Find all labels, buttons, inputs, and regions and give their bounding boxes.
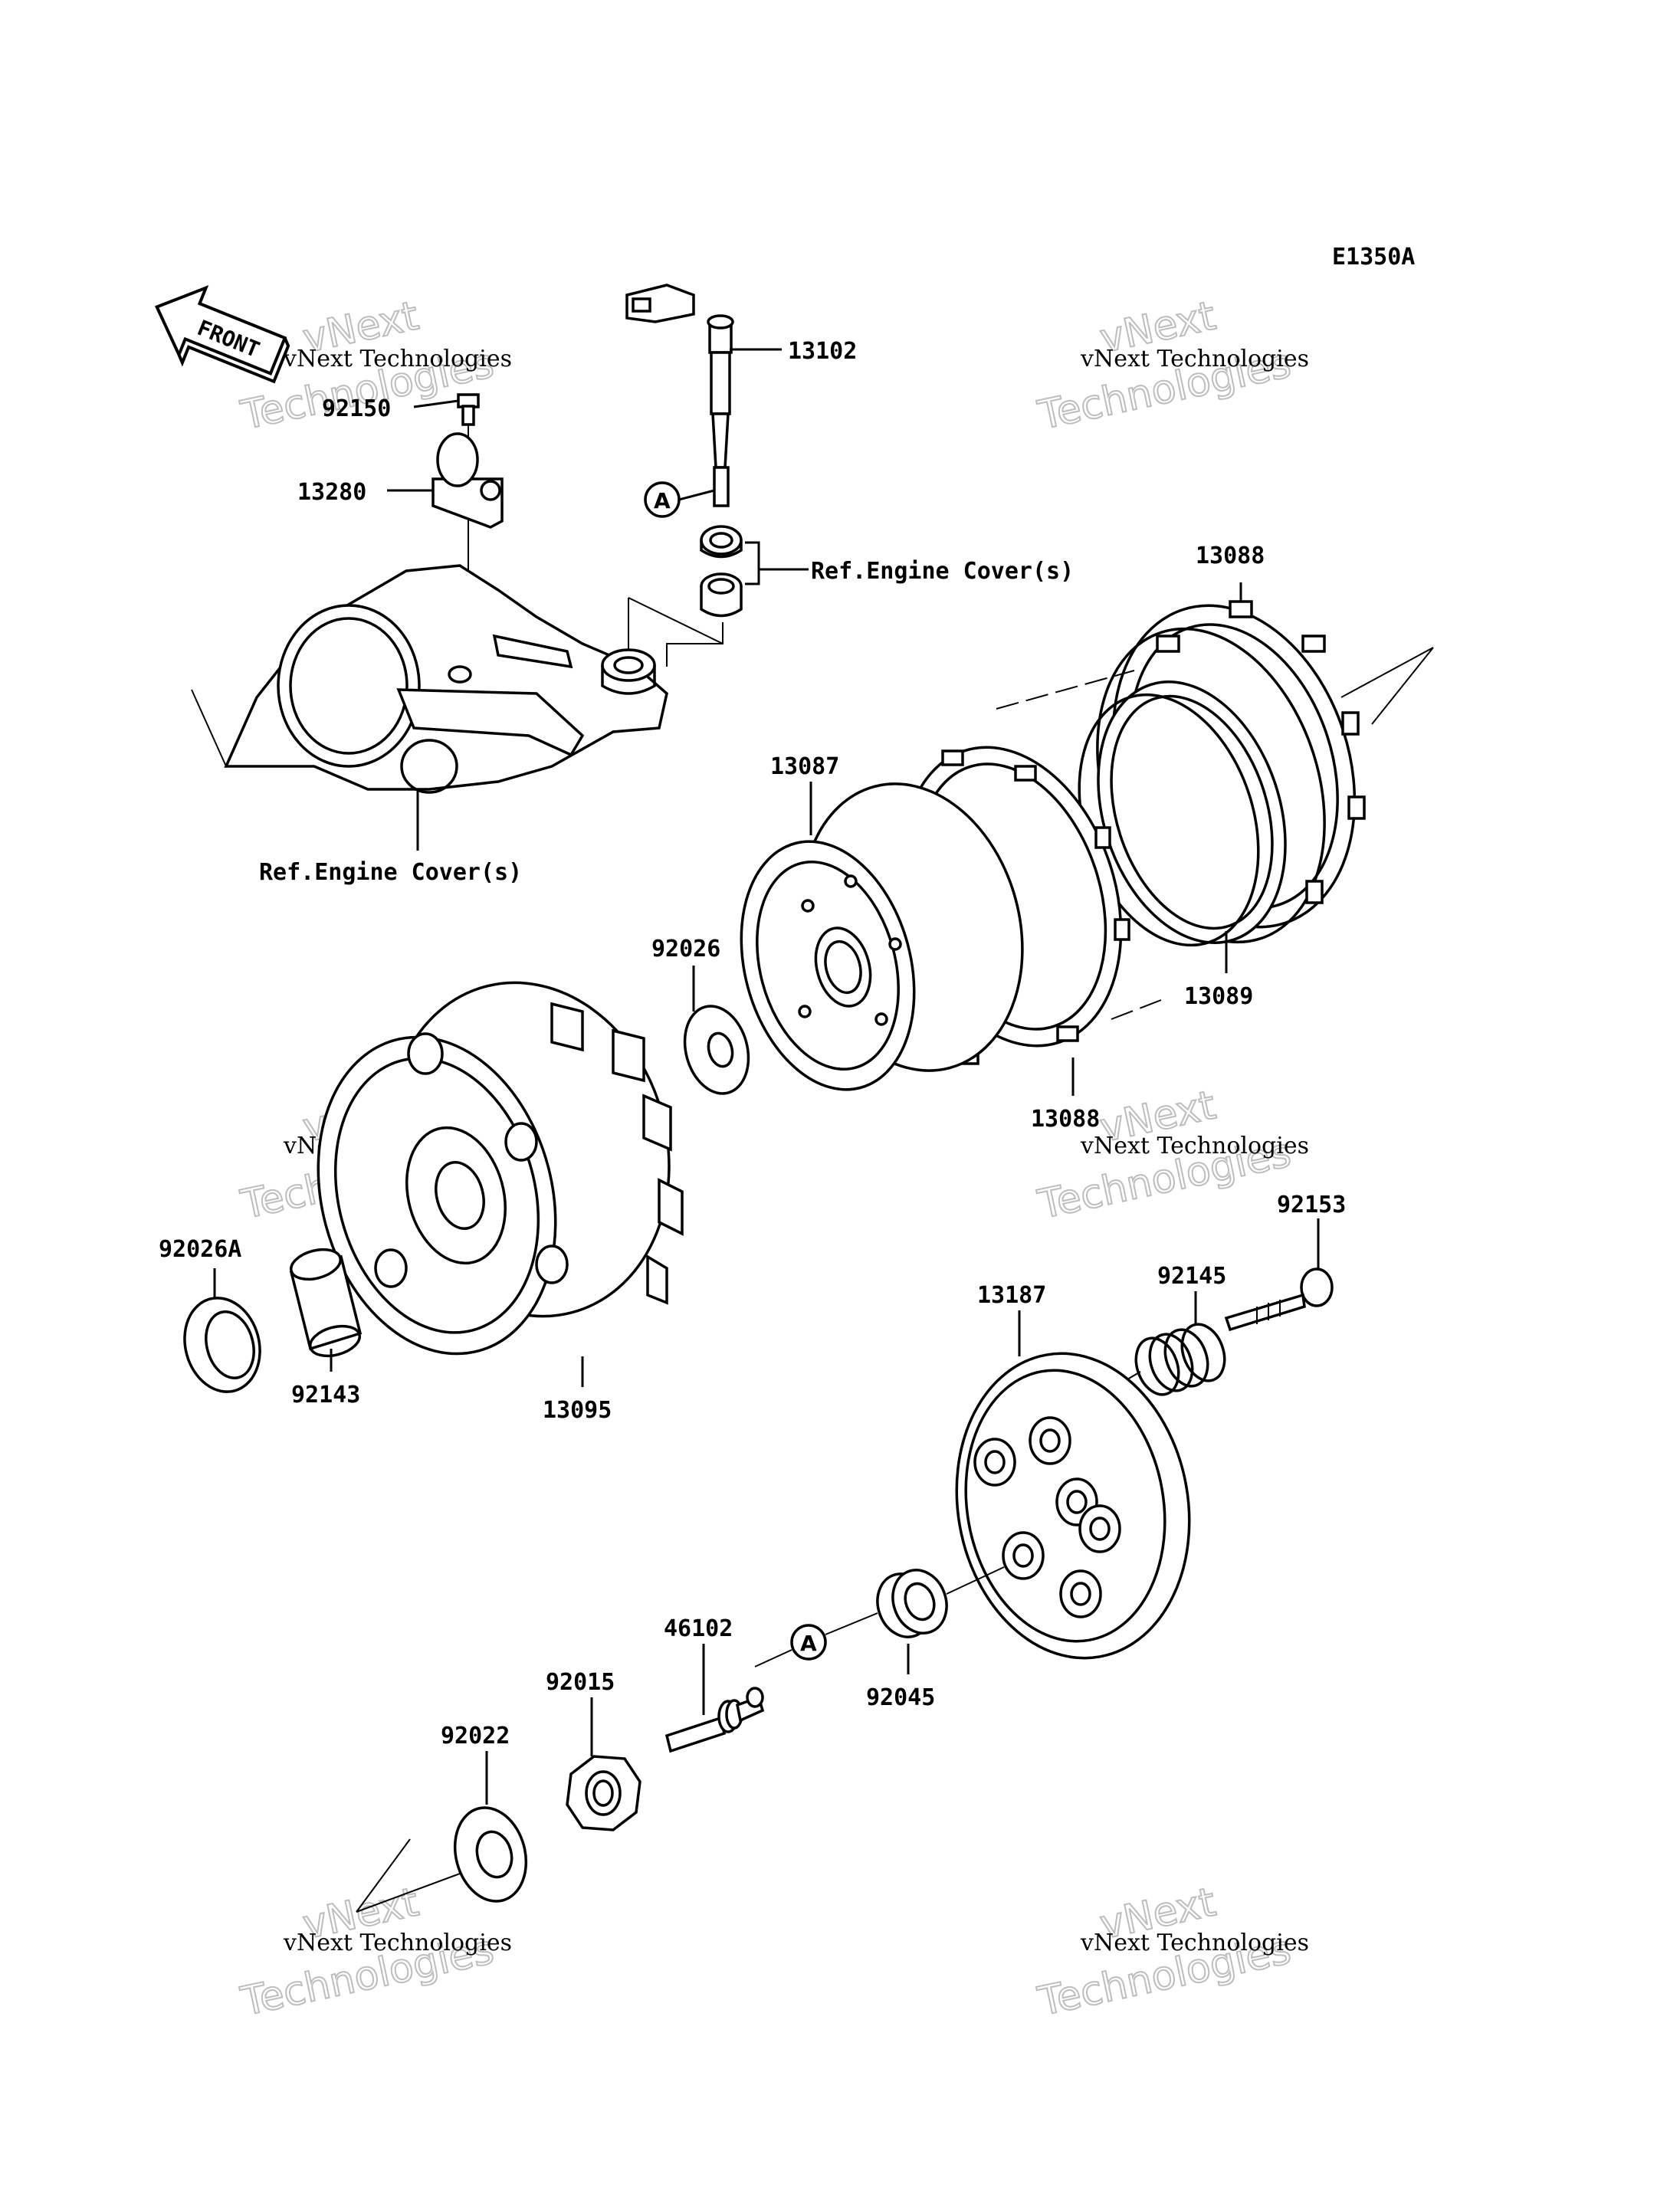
label-92026A: 92026A bbox=[159, 1236, 241, 1263]
label-13088-bottom: 13088 bbox=[1031, 1106, 1100, 1133]
nut-92015 bbox=[566, 1755, 641, 1831]
label-13087: 13087 bbox=[770, 753, 839, 780]
watermark-bottom-left: vNext Technologies vNext Technologies bbox=[236, 1878, 512, 2025]
watermark-text: vNext Technologies bbox=[1080, 1133, 1309, 1159]
washer-92026 bbox=[683, 1005, 750, 1095]
clutch-housing-13095 bbox=[317, 981, 684, 1356]
svg-text:A: A bbox=[800, 1631, 817, 1656]
label-13088-top: 13088 bbox=[1196, 543, 1265, 569]
label-92015: 92015 bbox=[546, 1669, 615, 1696]
bolt-92153 bbox=[1224, 1267, 1334, 1332]
svg-text:A: A bbox=[654, 488, 671, 513]
needle-bearing bbox=[700, 572, 743, 618]
label-13280: 13280 bbox=[297, 479, 366, 506]
diagram-code: E1350A bbox=[1332, 244, 1415, 271]
label-92026: 92026 bbox=[651, 936, 720, 962]
label-13089: 13089 bbox=[1184, 983, 1253, 1010]
label-92022: 92022 bbox=[441, 1723, 510, 1749]
engine-cover-housing bbox=[191, 564, 668, 794]
watermark-mid-right: vNext Technologies vNext Technologies bbox=[1033, 1081, 1309, 1228]
front-arrow-icon: FRONT bbox=[154, 285, 290, 384]
watermark-text: vNext Technologies bbox=[1080, 346, 1309, 372]
label-92153: 92153 bbox=[1277, 1192, 1346, 1218]
label-92145: 92145 bbox=[1157, 1263, 1226, 1290]
label-13187: 13187 bbox=[977, 1282, 1046, 1309]
bracket-13280 bbox=[431, 432, 504, 529]
callout-a-lower: A bbox=[790, 1624, 827, 1661]
label-13095: 13095 bbox=[543, 1397, 612, 1424]
watermark-top-right: vNext Technologies vNext Technologies bbox=[1033, 292, 1309, 439]
shaft-seat bbox=[601, 648, 656, 695]
pressure-plate-13187 bbox=[955, 1352, 1191, 1660]
label-92143: 92143 bbox=[291, 1382, 360, 1408]
label-13102: 13102 bbox=[788, 338, 857, 365]
label-ref-engine-cover-lower: Ref.Engine Cover(s) bbox=[259, 859, 522, 886]
label-46102: 46102 bbox=[664, 1615, 733, 1642]
label-ref-engine-cover-upper: Ref.Engine Cover(s) bbox=[811, 558, 1074, 585]
bearing-92045 bbox=[876, 1569, 948, 1638]
watermark-text: vNext Technologies bbox=[1080, 1930, 1309, 1956]
clutch-hub-13087 bbox=[740, 782, 1024, 1091]
watermark-text: vNext Technologies bbox=[283, 1930, 512, 1956]
label-92150: 92150 bbox=[322, 395, 391, 422]
sleeve-92143 bbox=[289, 1248, 363, 1358]
callout-a-upper: A bbox=[644, 481, 681, 518]
washer-92022 bbox=[453, 1806, 528, 1903]
watermark-bottom-right: vNext Technologies vNext Technologies bbox=[1033, 1878, 1309, 2025]
label-92045: 92045 bbox=[866, 1684, 935, 1711]
steel-plate-13089 bbox=[1078, 680, 1287, 947]
shaft-13102 bbox=[625, 284, 734, 507]
spring-92145 bbox=[1134, 1323, 1226, 1396]
oil-seal bbox=[700, 525, 743, 559]
washer-92026A bbox=[183, 1297, 261, 1393]
pushrod-46102 bbox=[664, 1687, 765, 1753]
watermark-text: vNext Technologies bbox=[283, 346, 512, 372]
